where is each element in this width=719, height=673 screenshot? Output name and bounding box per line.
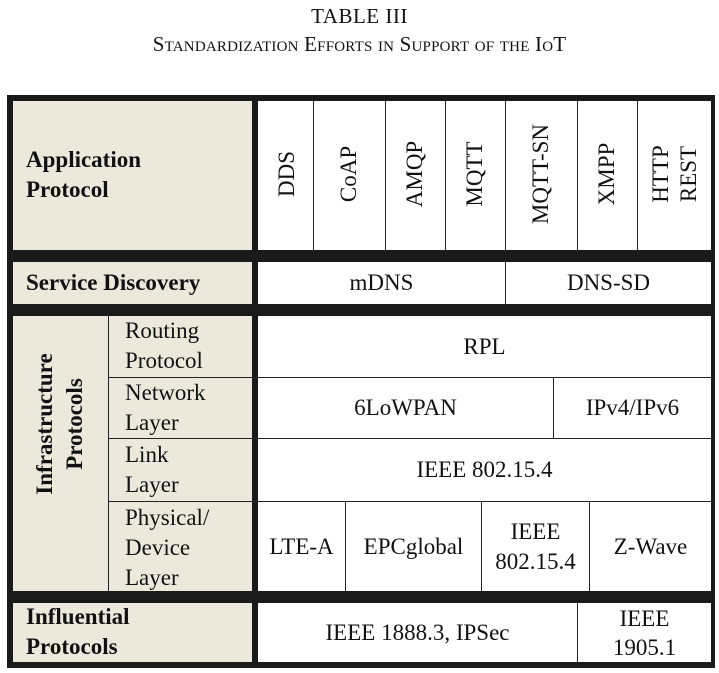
z-wave-cell: Z-Wave (613, 533, 688, 559)
divider (505, 262, 506, 304)
ieee-1888-ipsec-cell: IEEE 1888.3, IPSec (325, 619, 510, 645)
ieee-802154-physical-cell: IEEE 802.15.4 (495, 518, 576, 574)
ieee-802154-cell: IEEE 802.15.4 (416, 457, 553, 482)
divider (108, 438, 714, 439)
rpl-cell: RPL (463, 333, 506, 359)
service-discovery-header-cell (13, 262, 252, 304)
table-border-top (7, 95, 714, 101)
divider (385, 101, 386, 250)
table-border-bottom (7, 662, 714, 668)
mdns-cell: mDNS (349, 270, 414, 295)
protocol-dds: DDS (274, 151, 299, 198)
epcglobal-cell: EPCglobal (363, 533, 464, 559)
divider (577, 603, 578, 662)
table-title: Standardization Efforts in Support of th… (152, 32, 567, 56)
dns-sd-cell: DNS-SD (566, 270, 651, 295)
link-layer-label: Link Layer (125, 442, 179, 497)
ipv4-ipv6-cell: IPv4/IPv6 (585, 395, 680, 420)
divider (589, 501, 590, 591)
lte-a-cell: LTE-A (269, 533, 334, 559)
application-header-cell (13, 101, 252, 250)
table-border-right (711, 95, 715, 668)
table-border-left (7, 95, 13, 668)
divider (481, 501, 482, 591)
divider (445, 101, 446, 250)
network-layer-label: Network Layer (125, 380, 206, 435)
infrastructure-protocols-label: Infrastructure Protocols (32, 353, 87, 495)
divider (108, 501, 714, 502)
divider (577, 101, 578, 250)
protocol-xmpp: XMPP (594, 142, 619, 206)
routing-protocol-label: Routing Protocol (125, 318, 203, 373)
ieee-19051-cell: IEEE 1905.1 (612, 605, 677, 660)
service-discovery-label: Service Discovery (26, 270, 201, 295)
divider (553, 377, 554, 438)
divider (505, 101, 506, 250)
application-protocol-label: Application Protocol (26, 147, 142, 202)
row-divider-2 (7, 304, 714, 316)
table-number: TABLE III (311, 4, 408, 28)
protocol-amqp: AMQP (402, 140, 427, 208)
influential-header-cell (13, 603, 252, 662)
divider (108, 316, 109, 591)
infrastructure-header-cell (13, 316, 252, 591)
row-divider-1 (7, 250, 714, 262)
protocol-http-rest: HTTP REST (648, 145, 701, 203)
protocol-coap: CoAP (336, 145, 361, 203)
divider (108, 377, 714, 378)
divider (313, 101, 314, 250)
protocol-mqtt: MQTT (462, 141, 487, 207)
physical-device-layer-label: Physical/ Device Layer (125, 505, 210, 590)
divider (637, 101, 638, 250)
6lowpan-cell: 6LoWPAN (354, 395, 457, 420)
header-column-divider (252, 95, 258, 668)
row-divider-3 (7, 591, 714, 603)
divider (345, 501, 346, 591)
protocol-mqtt-sn: MQTT-SN (528, 123, 553, 225)
influential-protocols-label: Influential Protocols (26, 604, 130, 659)
